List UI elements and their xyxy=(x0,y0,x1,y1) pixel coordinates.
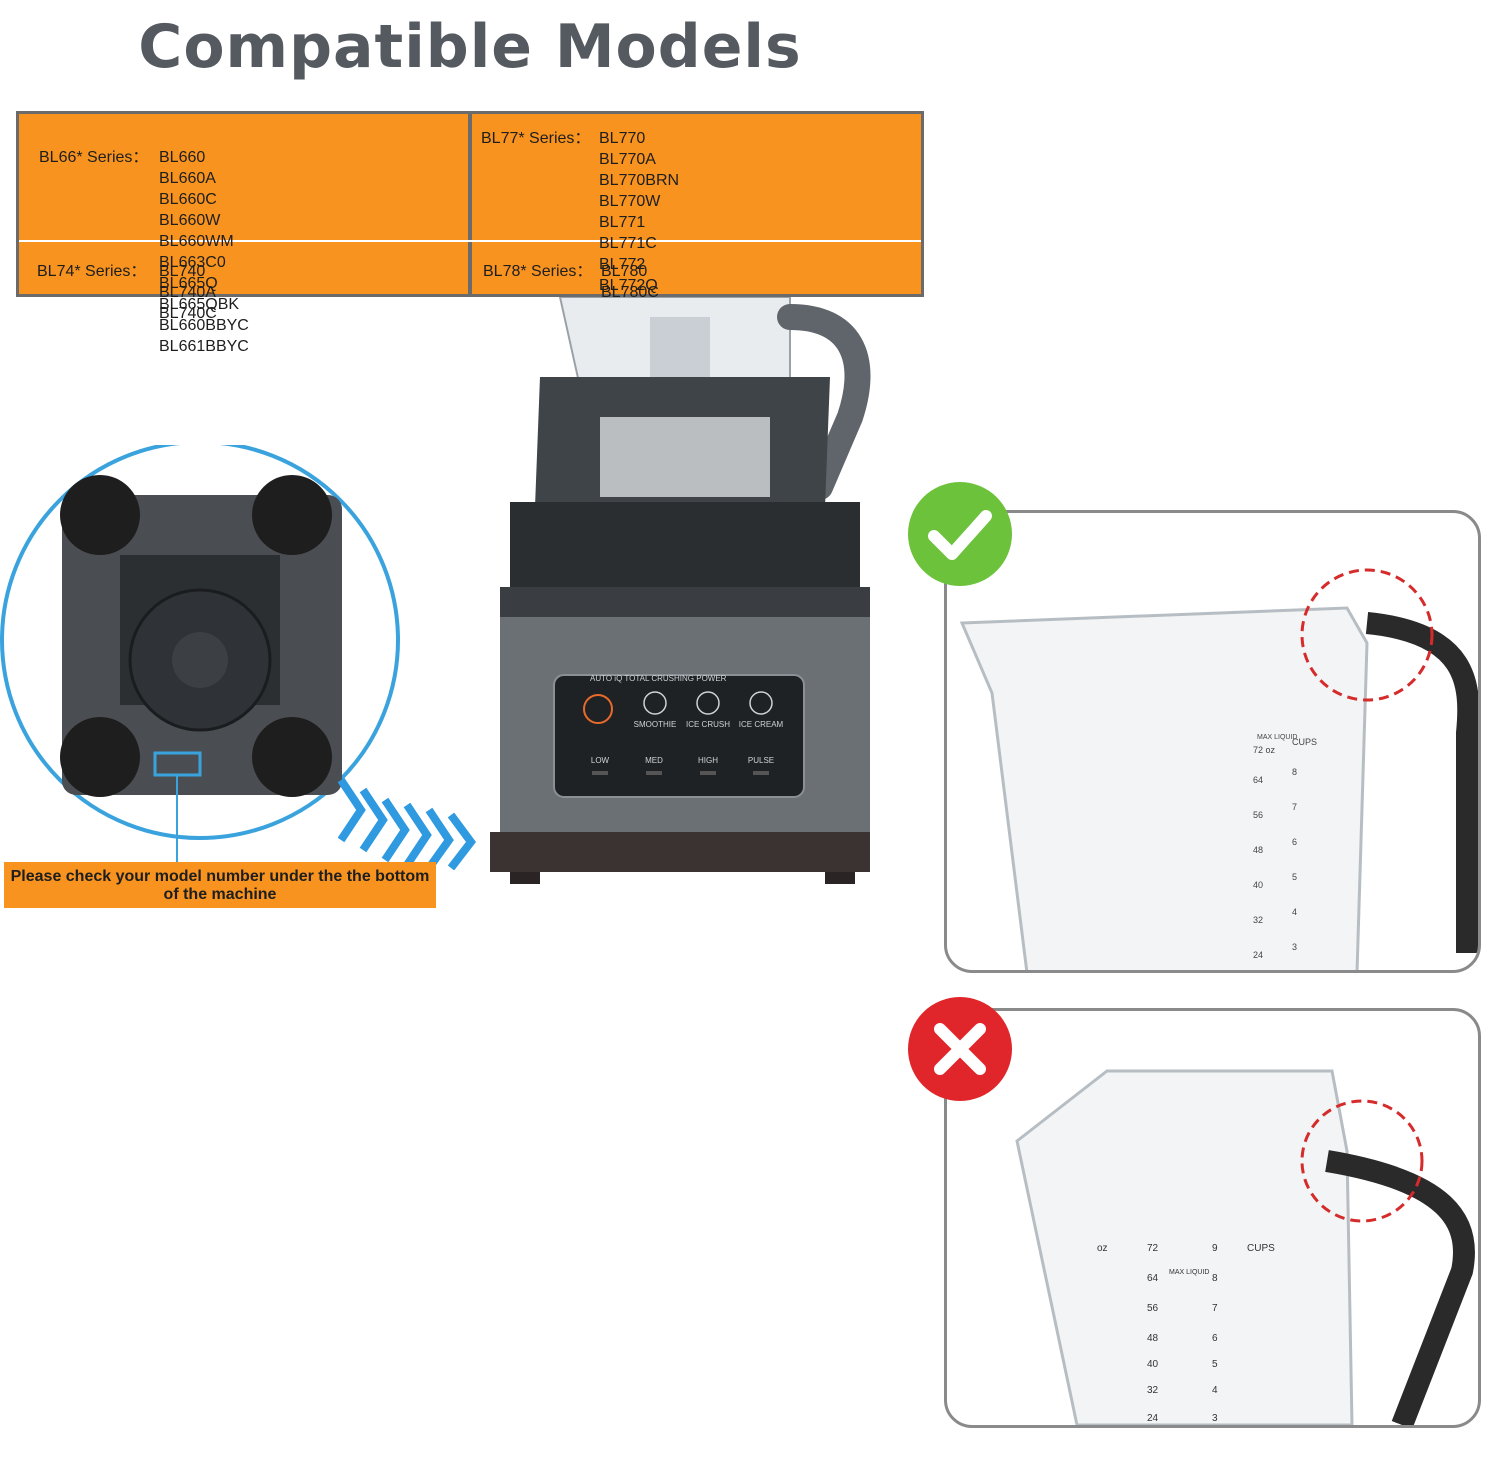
scale-cups-6: 3 xyxy=(1292,942,1297,952)
max-liquid-label: MAX LIQUID xyxy=(1257,734,1297,741)
panel-header: AUTO iQ TOTAL CRUSHING POWER xyxy=(590,674,727,683)
machine-bottom-image xyxy=(0,445,400,863)
scale-cups-3: 6 xyxy=(1292,837,1297,847)
check-icon xyxy=(908,482,1012,586)
scale-oz-3: 48 xyxy=(1253,845,1263,855)
correct-pitcher-image: 72 oz 64 56 48 40 32 24 CUPS 8 7 6 5 4 3… xyxy=(959,568,1478,970)
scale-oz-6: 24 xyxy=(1147,1413,1159,1424)
series-label: BL66* Series： xyxy=(39,149,149,166)
scale-oz-4: 40 xyxy=(1147,1359,1159,1370)
scale-cups-3: 6 xyxy=(1212,1333,1218,1344)
speed-low: LOW xyxy=(591,756,610,765)
unit-oz: oz xyxy=(1097,1243,1108,1254)
wrong-pitcher-image: oz CUPS MAX LIQUID 72 64 56 48 40 32 24 … xyxy=(1015,1069,1475,1425)
program-ice-crush: ICE CRUSH xyxy=(686,720,730,729)
scale-cups-6: 3 xyxy=(1212,1413,1218,1424)
scale-oz-4: 40 xyxy=(1253,880,1263,890)
scale-oz-6: 24 xyxy=(1253,950,1263,960)
series-label: BL78* Series： xyxy=(483,263,593,280)
model-check-note: Please check your model number under the… xyxy=(4,862,436,908)
speed-med: MED xyxy=(645,756,663,765)
models-table: BL66* Series： BL660 BL660A BL660C BL660W… xyxy=(16,111,924,462)
cross-icon xyxy=(908,997,1012,1101)
scale-oz-0: 72 oz xyxy=(1253,745,1276,755)
correct-pitcher-panel: 72 oz 64 56 48 40 32 24 CUPS 8 7 6 5 4 3… xyxy=(944,510,1481,973)
scale-cups-0: CUPS xyxy=(1292,737,1317,747)
scale-cups-5: 4 xyxy=(1212,1385,1218,1396)
scale-oz-2: 56 xyxy=(1147,1303,1159,1314)
arrow-right-icon xyxy=(337,777,477,870)
scale-oz-0: 72 xyxy=(1147,1243,1159,1254)
series-label: BL77* Series： xyxy=(481,130,591,147)
table-divider xyxy=(468,114,472,294)
scale-oz-5: 32 xyxy=(1147,1385,1159,1396)
scale-cups-1: 8 xyxy=(1292,767,1297,777)
series-models: BL740 BL740A BL740C xyxy=(159,263,217,322)
scale-cups-4: 5 xyxy=(1212,1359,1218,1370)
series-label: BL74* Series： xyxy=(37,263,147,280)
table-divider xyxy=(19,240,921,242)
blender-image: AUTO iQ TOTAL CRUSHING POWER SMOOTHIE IC… xyxy=(490,297,871,884)
program-ice-cream: ICE CREAM xyxy=(739,720,784,729)
scale-oz-3: 48 xyxy=(1147,1333,1159,1344)
scale-oz-1: 64 xyxy=(1147,1273,1159,1284)
scale-cups-4: 5 xyxy=(1292,872,1297,882)
smoothie-icon xyxy=(643,691,667,715)
scale-cups-1: 8 xyxy=(1212,1273,1218,1284)
scale-oz-2: 56 xyxy=(1253,810,1263,820)
max-liquid-label: MAX LIQUID xyxy=(1169,1269,1209,1276)
ice-cream-icon xyxy=(749,691,773,715)
scale-cups-2: 7 xyxy=(1212,1303,1218,1314)
scale-cups-2: 7 xyxy=(1292,802,1297,812)
speed-high: HIGH xyxy=(698,756,718,765)
series-models: BL660 BL660A BL660C BL660W BL660WM BL663… xyxy=(159,149,249,355)
unit-cups: CUPS xyxy=(1247,1243,1275,1254)
ice-crush-icon xyxy=(696,691,720,715)
scale-oz-1: 64 xyxy=(1253,775,1263,785)
scale-cups-5: 4 xyxy=(1292,907,1297,917)
speed-pulse: PULSE xyxy=(748,756,774,765)
wrong-pitcher-panel: oz CUPS MAX LIQUID 72 64 56 48 40 32 24 … xyxy=(944,1008,1481,1428)
power-icon xyxy=(583,694,613,724)
page-title: Compatible Models xyxy=(138,12,802,82)
scale-cups-0: 9 xyxy=(1212,1243,1218,1254)
scale-oz-5: 32 xyxy=(1253,915,1263,925)
program-smoothie: SMOOTHIE xyxy=(634,720,677,729)
